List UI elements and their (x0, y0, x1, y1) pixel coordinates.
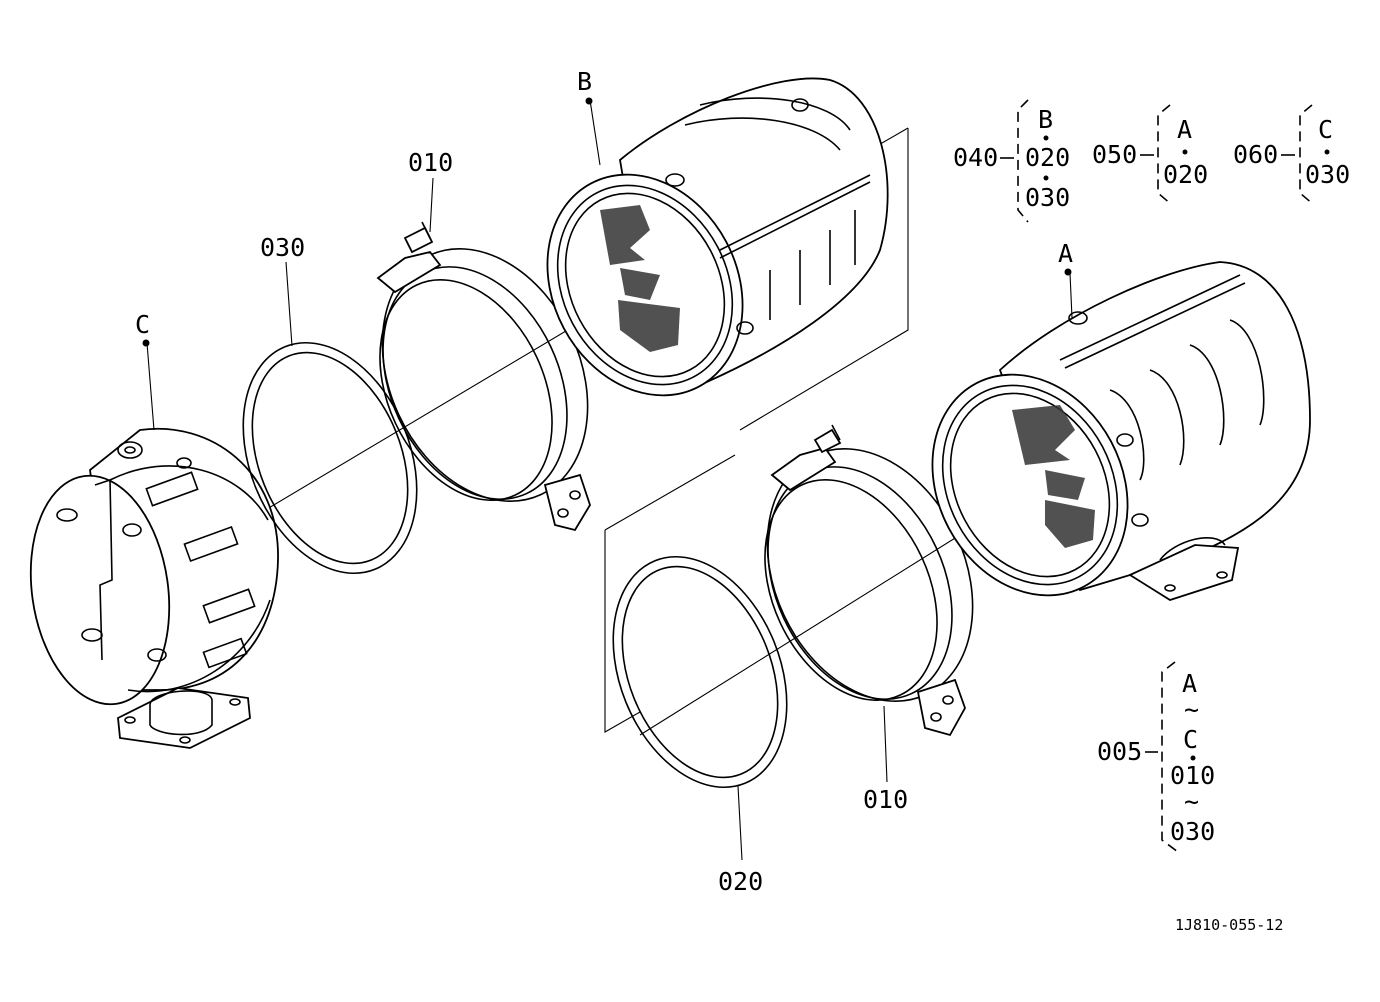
drawing-number: 1J810-055-12 (1175, 916, 1283, 934)
group-005-item-2: ~ (1184, 695, 1199, 724)
part-c-end-cap (29, 427, 279, 749)
callout-dot-c (142, 339, 150, 347)
leader-c (146, 342, 155, 431)
brace-group-005: 005 A ~ C 010 ~ 030 (1097, 661, 1215, 853)
leader-030-top (285, 261, 293, 347)
group-code-040: 040 (953, 143, 998, 172)
group-005-item-6: 030 (1170, 817, 1215, 846)
label-010-top: 010 (408, 148, 453, 177)
group-005-item-3: C (1183, 725, 1198, 754)
group-005-item-5: ~ (1184, 787, 1199, 816)
group-040-item-2: 020 (1025, 143, 1070, 172)
callout-dot-a (1064, 268, 1072, 276)
leader-020-bottom (737, 785, 743, 861)
label-010-bottom: 010 (863, 785, 908, 814)
brace-group-040: 040 B 020 030 (953, 99, 1070, 223)
part-b-filter (546, 77, 889, 397)
ring-clamp-010-top (376, 221, 591, 532)
group-050-item-1: A (1177, 115, 1192, 144)
group-005-item-1: A (1182, 669, 1197, 698)
group-040-item-3: 030 (1025, 183, 1070, 212)
brace-group-050: 050 A 020 (1092, 104, 1208, 206)
label-020-bottom: 020 (718, 867, 763, 896)
group-060-item-1: C (1318, 115, 1333, 144)
part-a-filter (931, 261, 1311, 601)
label-b: B (577, 67, 592, 96)
brace-group-060: 060 C 030 (1233, 104, 1350, 206)
leader-a (1069, 272, 1073, 319)
group-060-item-2: 030 (1305, 160, 1350, 189)
group-050-item-2: 020 (1163, 160, 1208, 189)
label-a: A (1058, 239, 1073, 268)
leader-010-bottom (883, 705, 888, 783)
group-code-050: 050 (1092, 140, 1137, 169)
label-c: C (135, 310, 150, 339)
label-030-top: 030 (260, 233, 305, 262)
group-code-005: 005 (1097, 737, 1142, 766)
gasket-020-bottom (612, 555, 788, 789)
leader-010-top (429, 177, 434, 233)
group-040-item-1: B (1038, 105, 1053, 134)
ring-clamp-010-bottom (764, 424, 974, 737)
callout-dot-b (585, 97, 593, 105)
leader-b (589, 99, 601, 166)
group-code-060: 060 (1233, 140, 1278, 169)
group-005-item-4: 010 (1170, 761, 1215, 790)
